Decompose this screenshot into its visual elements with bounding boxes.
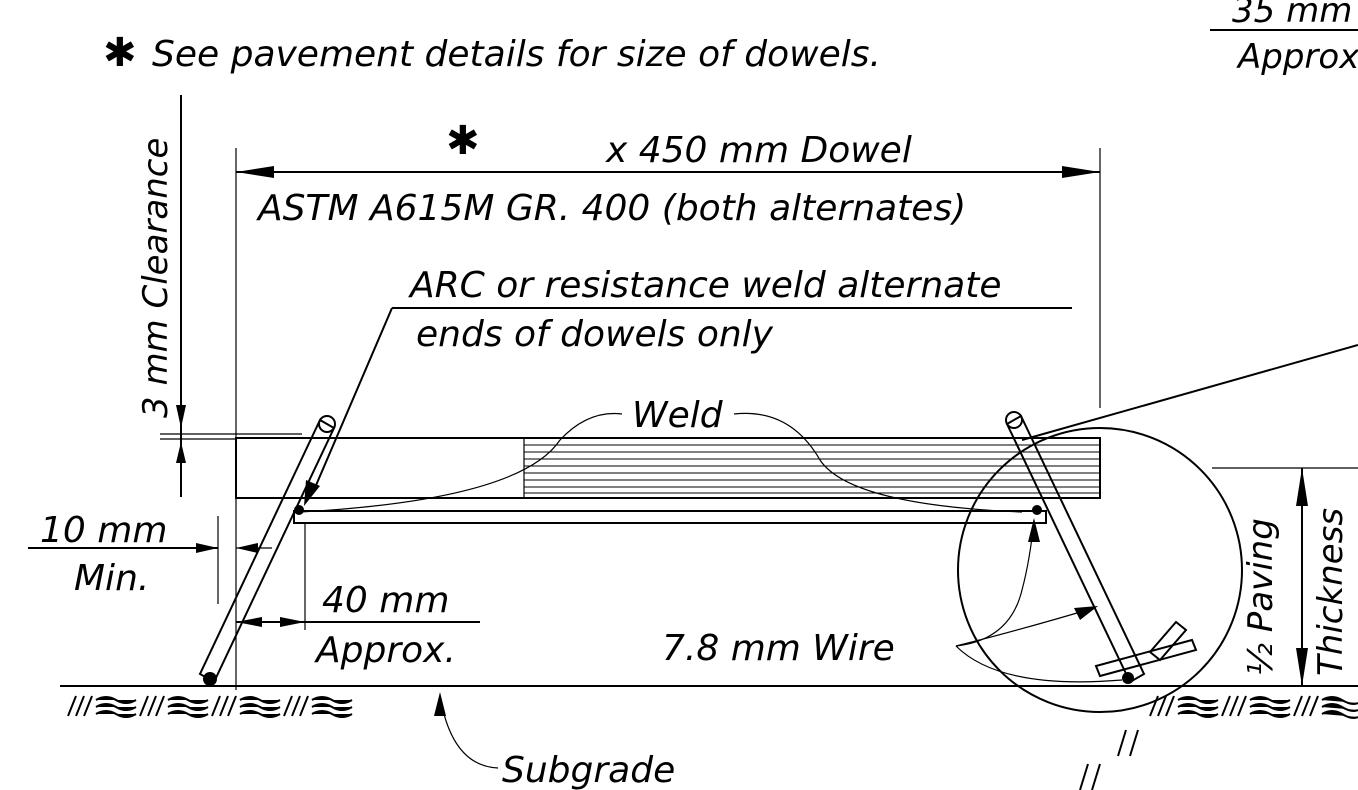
dowel-dim-arrow-left xyxy=(236,166,274,178)
thickness-label: Thickness xyxy=(1311,508,1351,676)
subgrade-hatching-right xyxy=(1149,695,1358,719)
approx-word-label: Approx. xyxy=(314,630,456,671)
right-leg-top-end xyxy=(1005,411,1023,429)
subgrade-hatching-left xyxy=(67,695,353,718)
detail-circle xyxy=(957,427,1243,713)
asterisk-symbol: ✱ xyxy=(103,30,137,76)
clearance-label: 3 mm Clearance xyxy=(136,138,176,418)
astm-spec-label: ASTM A615M GR. 400 (both alternates) xyxy=(256,188,966,229)
top-right-dimension-label: 35 mm xyxy=(1232,0,1352,31)
right-leg-foot-weld xyxy=(1122,672,1134,684)
dowel-size-note: See pavement details for size of dowels. xyxy=(152,34,881,75)
min-dim-label: 10 mm xyxy=(40,510,167,551)
chair-piece-1 xyxy=(1094,638,1198,678)
wire-arrow-2 xyxy=(1074,606,1098,620)
left-leg-wire xyxy=(198,418,336,684)
half-paving-arrow-top xyxy=(1296,468,1308,506)
chair-piece-2 xyxy=(1148,620,1188,662)
dowel-length-label: x 450 mm Dowel xyxy=(605,130,912,171)
dowel-bar xyxy=(235,437,1101,499)
wire-arrow-1 xyxy=(1028,518,1040,542)
weld-note-line-2: ends of dowels only xyxy=(416,314,774,355)
top-right-approx-label: Approx. xyxy=(1236,37,1358,77)
subgrade-leader xyxy=(439,695,499,769)
weld-point-right xyxy=(1032,505,1042,515)
weld-leader-left xyxy=(299,412,623,513)
subgrade-arrow xyxy=(434,692,446,716)
clearance-arrow-bottom xyxy=(176,442,186,463)
wire-label: 7.8 mm Wire xyxy=(662,628,895,669)
leg-break-lines xyxy=(1079,729,1139,790)
weld-note-arrowhead xyxy=(304,480,320,506)
horizontal-wire xyxy=(293,510,1047,524)
left-leg-top-end xyxy=(318,415,336,433)
approx-dim-label: 40 mm xyxy=(322,580,449,621)
half-paving-arrow-bottom xyxy=(1296,648,1308,686)
clearance-arrow-top xyxy=(176,405,186,428)
approx-arrow-left xyxy=(236,617,262,627)
wire-leader-1 xyxy=(955,519,1035,647)
weld-leader-right xyxy=(733,412,1023,513)
detail-callout-line-upper xyxy=(1021,344,1358,441)
min-word-label: Min. xyxy=(74,558,149,599)
left-leg-foot-weld xyxy=(203,672,217,686)
min-arrow-left xyxy=(196,543,218,553)
subgrade-label: Subgrade xyxy=(502,750,675,790)
weld-note-leader xyxy=(313,307,393,491)
wire-leader-2 xyxy=(955,607,1095,647)
dowel-bar-hatching xyxy=(523,438,1100,498)
weld-label: Weld xyxy=(632,395,724,436)
half-paving-label: ½ Paving xyxy=(1241,518,1281,676)
dowel-asterisk: ✱ xyxy=(446,118,480,164)
wire-leader-3 xyxy=(955,645,1123,683)
weld-note-line-1: ARC or resistance weld alternate xyxy=(408,265,1002,306)
right-leg-wire xyxy=(1005,414,1146,684)
dowel-dim-arrow-right xyxy=(1062,166,1100,178)
approx-arrow-right xyxy=(280,617,305,627)
